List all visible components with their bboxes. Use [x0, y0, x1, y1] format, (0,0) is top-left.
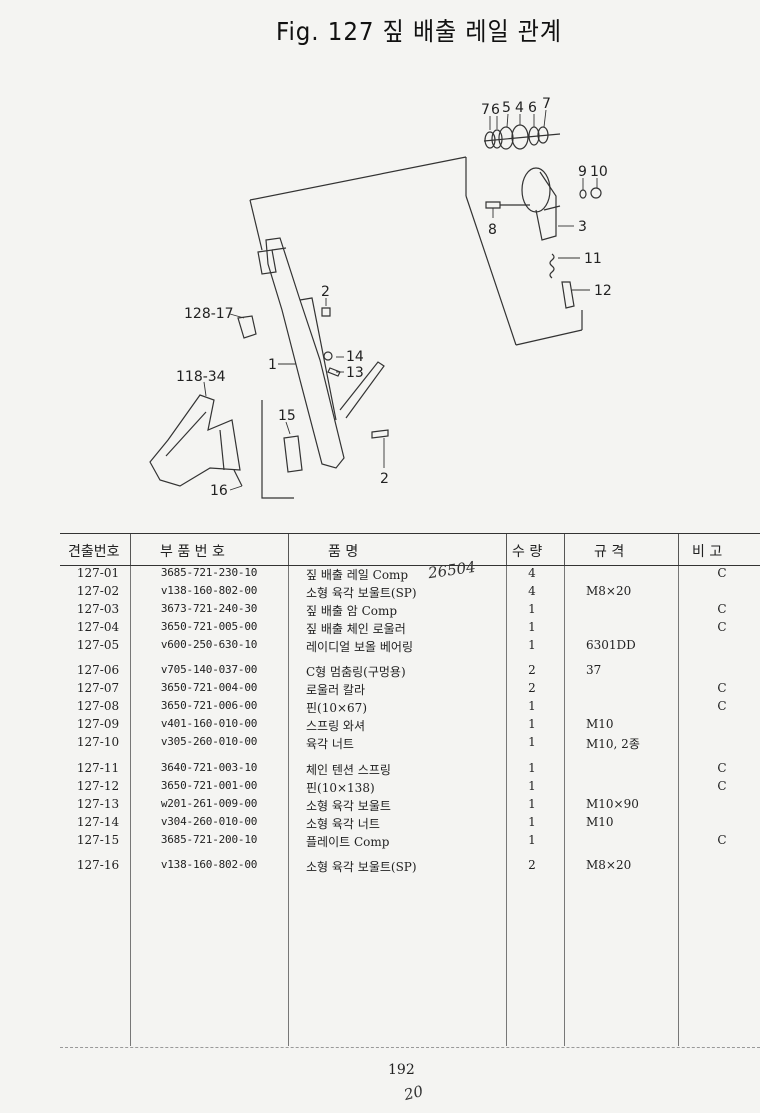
callout-7: 7 [481, 102, 490, 118]
column-header-index: 견출번호 [68, 544, 120, 560]
column-header-name: 품 명 [328, 544, 359, 560]
column-header-spec: 규 격 [594, 544, 625, 560]
page-number: 192 [388, 1062, 415, 1078]
page-title: Fig. 127 짚 배출 레일 관계 [276, 17, 562, 46]
callout-14: 14 [346, 349, 364, 365]
callout-12: 12 [594, 283, 612, 299]
column-header-quantity: 수 량 [512, 544, 543, 560]
callout-8: 8 [488, 222, 497, 238]
callout-2-top: 2 [321, 284, 330, 300]
callout-5: 5 [502, 100, 511, 116]
table-header: 견출번호 부 품 번 호 품 명 수 량 규 격 비 고 [60, 533, 760, 566]
callout-7b: 7 [542, 96, 551, 112]
column-header-note: 비 고 [692, 544, 723, 560]
table-bottom-border [60, 1047, 760, 1048]
callout-2-bottom: 2 [380, 471, 389, 487]
exploded-parts-diagram: 7 6 5 4 6 7 9 10 8 3 11 12 2 128-17 14 1… [149, 96, 612, 499]
callout-128-17: 128-17 [184, 306, 234, 322]
handwritten-note-bottom: 20 [402, 1081, 425, 1105]
callout-13: 13 [346, 365, 364, 381]
callout-6: 6 [491, 102, 500, 118]
callout-4: 4 [515, 100, 524, 116]
column-header-part-number: 부 품 번 호 [160, 544, 225, 560]
callout-10: 10 [590, 164, 608, 180]
callout-118-34: 118-34 [176, 369, 226, 385]
callout-9: 9 [578, 164, 587, 180]
callout-6b: 6 [528, 100, 537, 116]
callout-3: 3 [578, 219, 587, 235]
callout-11: 11 [584, 251, 602, 267]
callout-16: 16 [210, 483, 228, 499]
callout-1: 1 [268, 357, 277, 373]
callout-15: 15 [278, 408, 296, 424]
